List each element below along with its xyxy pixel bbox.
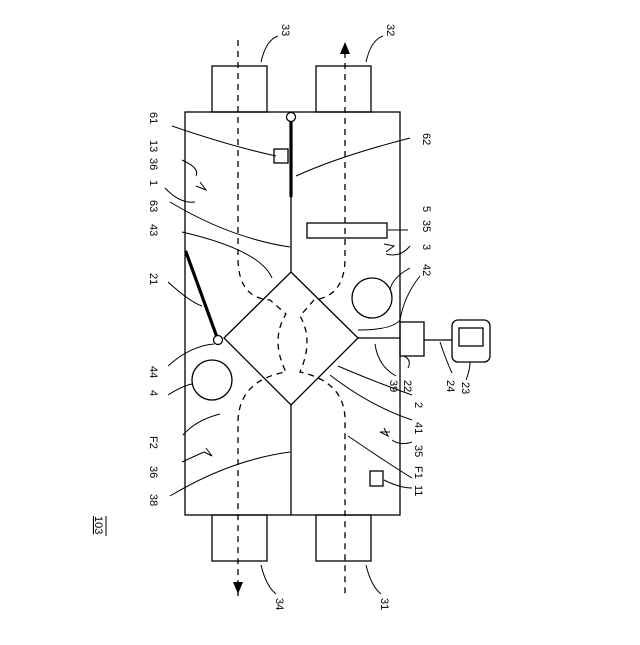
leader-39 xyxy=(375,344,396,376)
remote-23 xyxy=(452,320,490,362)
damper-pivot-61 xyxy=(287,113,296,122)
label-3: 3 xyxy=(420,244,432,250)
label-35b: 35 xyxy=(412,445,424,457)
label-35a: 35 xyxy=(420,220,432,232)
leader-11 xyxy=(384,480,412,488)
leader-1 xyxy=(165,188,195,202)
leader-34 xyxy=(261,565,276,594)
label-5: 5 xyxy=(420,206,432,212)
leader-61 xyxy=(172,126,276,156)
label-4: 4 xyxy=(147,390,159,396)
label-62: 62 xyxy=(420,133,432,145)
label-21: 21 xyxy=(147,273,159,285)
label-F1: F1 xyxy=(412,466,424,479)
leader-lines xyxy=(165,36,470,594)
leader-35a xyxy=(386,246,410,255)
leader-24 xyxy=(440,342,452,373)
label-42: 42 xyxy=(420,264,432,276)
leader-F2 xyxy=(183,414,220,435)
leader-63 xyxy=(170,202,290,247)
damper-pivot-44 xyxy=(214,336,223,345)
label-22: 22 xyxy=(401,380,413,392)
leader-2 xyxy=(338,366,412,395)
leader-35b xyxy=(392,440,412,444)
arrow-35a-icon xyxy=(384,244,394,252)
heat-exchanger-2 xyxy=(224,272,358,405)
label-23: 23 xyxy=(459,382,471,394)
leader-31 xyxy=(366,565,381,594)
label-63: 63 xyxy=(147,200,159,212)
arrow-36b-icon xyxy=(204,448,212,456)
leader-F1 xyxy=(348,436,412,478)
duct-port-31 xyxy=(316,515,371,561)
figure-number: 103 xyxy=(92,516,106,536)
filter-5 xyxy=(307,223,387,238)
leader-38 xyxy=(170,452,290,496)
label-36a: 36 xyxy=(147,158,159,170)
duct-port-32 xyxy=(316,66,371,112)
label-24: 24 xyxy=(444,380,456,392)
leader-62 xyxy=(296,138,410,176)
label-13: 13 xyxy=(147,140,159,152)
controller-22 xyxy=(400,322,424,356)
label-33: 33 xyxy=(279,24,291,36)
label-39: 39 xyxy=(387,380,399,392)
duct-port-33 xyxy=(212,66,267,112)
sensor-11 xyxy=(370,471,383,486)
label-41: 41 xyxy=(412,422,424,434)
remote-display xyxy=(459,328,483,346)
leader-44 xyxy=(168,344,214,366)
leader-4 xyxy=(168,384,192,395)
components xyxy=(192,149,490,486)
label-38: 38 xyxy=(147,494,159,506)
leader-13 xyxy=(182,160,197,176)
leader-23 xyxy=(466,362,470,380)
label-11: 11 xyxy=(412,485,424,496)
label-1: 1 xyxy=(147,180,159,186)
fan-3 xyxy=(352,278,392,318)
leader-43 xyxy=(182,232,272,278)
sensor-61-box xyxy=(274,149,288,163)
label-32: 32 xyxy=(384,24,396,36)
label-36b: 36 xyxy=(147,466,159,478)
damper-21 xyxy=(186,252,223,345)
leader-33 xyxy=(261,36,278,62)
arrow-down-icon xyxy=(233,582,243,594)
label-44: 44 xyxy=(147,366,159,378)
arrow-36a-icon xyxy=(196,182,206,190)
label-61: 61 xyxy=(147,112,159,124)
label-31: 31 xyxy=(378,598,390,610)
arrow-up-icon xyxy=(340,42,350,54)
label-34: 34 xyxy=(273,598,285,610)
label-F2: F2 xyxy=(147,436,159,449)
leader-32 xyxy=(366,36,383,62)
fan-4 xyxy=(192,360,232,400)
label-43: 43 xyxy=(147,224,159,236)
duct-port-34 xyxy=(212,515,267,561)
figure-number-text: 103 xyxy=(92,516,104,534)
leader-22 xyxy=(404,356,409,368)
label-2: 2 xyxy=(412,402,424,408)
